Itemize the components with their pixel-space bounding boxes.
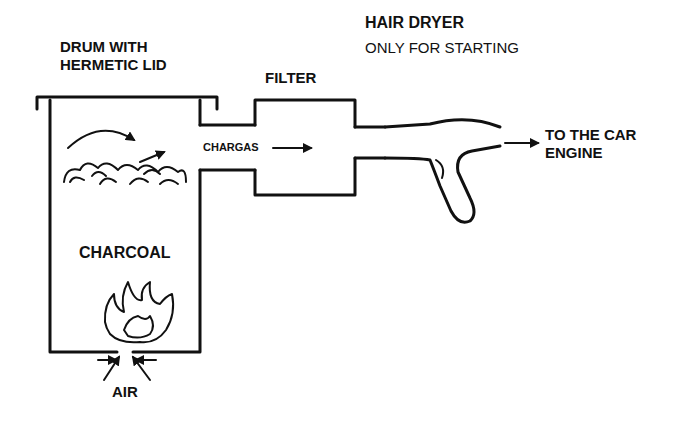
air-arrow xyxy=(136,359,156,361)
inlet-label: AIR xyxy=(112,383,138,401)
gas-flow-arrow xyxy=(140,152,164,162)
node-heading: HAIR DRYER xyxy=(365,13,464,32)
fire xyxy=(105,282,173,342)
filter-housing xyxy=(255,100,355,195)
pipe-connector xyxy=(355,127,385,158)
node-text: ONLY FOR STARTING xyxy=(365,39,519,57)
node-text: CHARCOAL xyxy=(79,243,171,262)
edge-label: CHARGAS xyxy=(203,141,259,154)
hair-dryer-outline xyxy=(385,120,500,223)
node-heading: FILTER xyxy=(265,69,316,87)
outlet-arrow xyxy=(505,142,538,144)
hair-dryer: HAIR DRYERONLY FOR STARTING xyxy=(385,110,505,225)
dryer-trigger xyxy=(436,160,443,178)
drum-wall xyxy=(50,100,200,352)
drum-lid xyxy=(37,97,217,109)
outlet-label: TO THE CAR ENGINE xyxy=(545,126,665,162)
air-arrow xyxy=(98,359,116,361)
charcoal-lumps xyxy=(64,163,186,184)
filter: FILTER xyxy=(255,100,355,195)
gas-flow-arrow xyxy=(68,131,134,148)
drum: DRUM WITH HERMETIC LIDCHARCOAL xyxy=(50,100,200,352)
node-heading: DRUM WITH HERMETIC LID xyxy=(60,38,185,74)
pipe-connector xyxy=(200,125,311,170)
